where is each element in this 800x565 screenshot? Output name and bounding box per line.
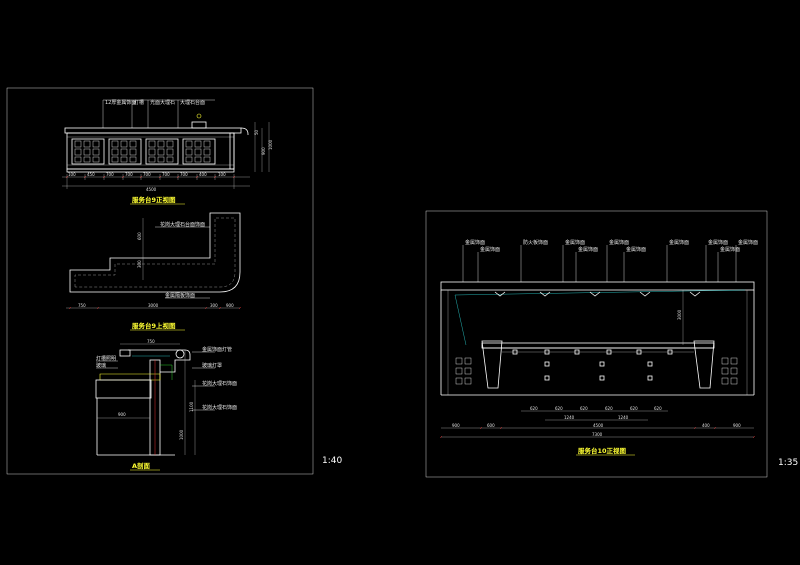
section-a-title: A剖面 <box>132 461 151 470</box>
svg-text:灯槽: 灯槽 <box>134 99 144 106</box>
section-dim-2: 900 <box>118 412 126 417</box>
front-view-9-title: 服务台9正视图 <box>132 195 176 204</box>
front9-dim-8: 400 <box>199 172 207 177</box>
svg-text:金属饰面: 金属饰面 <box>669 239 689 246</box>
front-view-9: 12厚金属饰面 灯槽 光面大理石 大理石台面 <box>62 99 273 205</box>
section-a: 金属饰面灯管 玻璃灯罩 花岗大理石饰面 花岗大理石饰面 灯槽照明 玻璃 750 … <box>95 339 237 471</box>
section-dim-4: 1000 <box>179 429 184 440</box>
front9-dim-4: 700 <box>125 172 133 177</box>
svg-text:金属隔板饰面: 金属隔板饰面 <box>165 292 195 299</box>
right-sheet-scale: 1:35 <box>778 458 798 468</box>
front9-dim-9: 100 <box>218 172 226 177</box>
front10-mid-dim-1: 1240 <box>564 415 575 420</box>
svg-text:12厚金属饰面: 12厚金属饰面 <box>105 99 136 106</box>
front10-upper-dim-5: 620 <box>630 406 638 411</box>
front9-dim-3: 700 <box>106 172 114 177</box>
svg-text:300: 300 <box>137 260 142 268</box>
svg-text:金属饰面: 金属饰面 <box>480 246 500 253</box>
front10-upper-dim-6: 620 <box>654 406 662 411</box>
front10-upper-dim-2: 620 <box>555 406 563 411</box>
svg-text:玻璃: 玻璃 <box>96 362 106 369</box>
front10-bottom-dim-4: 900 <box>733 423 741 428</box>
svg-text:金属饰面: 金属饰面 <box>738 239 758 246</box>
front9-dim-6: 700 <box>162 172 170 177</box>
svg-text:金属饰面: 金属饰面 <box>465 239 485 246</box>
top9-dim-4: 900 <box>226 303 234 308</box>
svg-text:大理石台面: 大理石台面 <box>180 99 205 106</box>
front-view-10-title: 服务台10正视图 <box>578 446 627 455</box>
left-sheet-frame <box>6 87 314 475</box>
svg-text:金属饰面: 金属饰面 <box>708 239 728 246</box>
front-panels <box>71 138 216 165</box>
top9-dim-3: 300 <box>210 303 218 308</box>
svg-text:金属饰面: 金属饰面 <box>565 239 585 246</box>
front-view-10: 金属饰面防火板饰面 金属饰面金属饰面 金属饰面金属饰面金属饰面 金属饰面金属饰面… <box>439 239 758 456</box>
svg-text:花岗大理石台面饰面: 花岗大理石台面饰面 <box>160 221 205 228</box>
svg-text:金属饰面灯管: 金属饰面灯管 <box>202 346 232 353</box>
svg-text:灯槽照明: 灯槽照明 <box>96 355 116 362</box>
front10-mid-dim-2: 1240 <box>618 415 629 420</box>
front9-overall-dim: 4500 <box>146 187 157 192</box>
front10-upper-dim-1: 620 <box>530 406 538 411</box>
section-dim-3: 1100 <box>189 401 194 412</box>
front10-bottom-dim-3: 400 <box>702 423 710 428</box>
svg-text:金属饰面: 金属饰面 <box>578 246 598 253</box>
top9-dim-1: 750 <box>78 303 86 308</box>
svg-text:金属饰面: 金属饰面 <box>626 246 646 253</box>
front9-dim-5: 700 <box>143 172 151 177</box>
front10-upper-dim-3: 620 <box>580 406 588 411</box>
svg-text:金属饰面: 金属饰面 <box>609 239 629 246</box>
svg-text:50: 50 <box>254 129 259 135</box>
top-view-9: 花岗大理石台面饰面 金属隔板饰面 600 300 750 3000 300 90… <box>66 212 242 331</box>
svg-text:光面大理石: 光面大理石 <box>150 99 175 106</box>
svg-text:600: 600 <box>137 232 142 240</box>
front10-upper-dim-4: 620 <box>605 406 613 411</box>
svg-text:玻璃灯罩: 玻璃灯罩 <box>202 362 222 369</box>
front10-bottom-dim-2: 600 <box>487 423 495 428</box>
left-sheet-scale: 1:40 <box>322 456 342 466</box>
svg-text:花岗大理石饰面: 花岗大理石饰面 <box>202 380 237 387</box>
svg-text:花岗大理石饰面: 花岗大理石饰面 <box>202 404 237 411</box>
right-sheet-frame <box>425 210 768 478</box>
front9-dim-2: 450 <box>87 172 95 177</box>
svg-text:1000: 1000 <box>268 139 273 150</box>
svg-text:900: 900 <box>261 147 266 155</box>
section-dim-1: 750 <box>147 339 155 344</box>
front9-dim-1: 100 <box>68 172 76 177</box>
front10-height-dim: 3000 <box>677 309 682 320</box>
top9-dim-2: 3000 <box>148 303 159 308</box>
front10-inner-dim: 4500 <box>593 423 604 428</box>
svg-text:金属饰面: 金属饰面 <box>720 246 740 253</box>
top-view-9-title: 服务台9上视图 <box>132 321 176 330</box>
front9-dim-7: 700 <box>180 172 188 177</box>
front10-bottom-dim-1: 900 <box>452 423 460 428</box>
svg-text:防火板饰面: 防火板饰面 <box>523 239 548 246</box>
front10-overall-dim: 7300 <box>592 432 603 437</box>
